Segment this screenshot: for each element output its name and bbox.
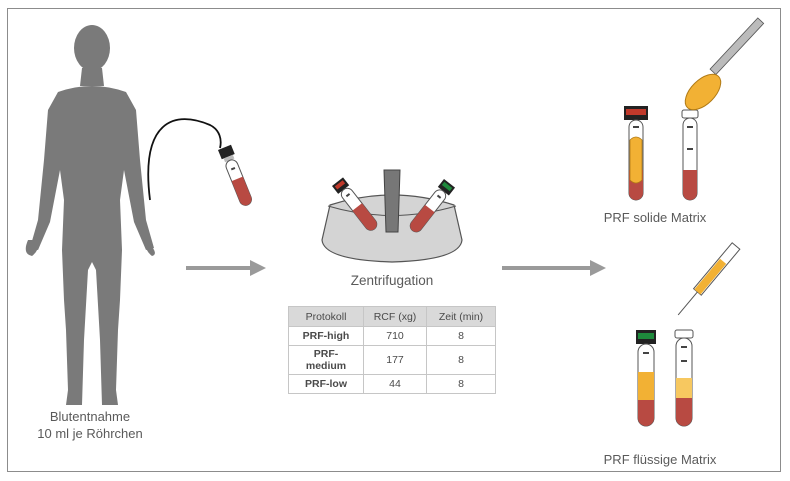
centrifuge [321,169,463,263]
table-row: PRF-medium 177 8 [288,345,496,375]
prf-solid-tubes [624,17,765,201]
table-cell: PRF-high [288,326,364,346]
blood-draw-label-line1: Blutentnahme [49,409,131,424]
table-cell: 8 [426,326,496,346]
table-header-row: Protokoll RCF (xg) Zeit (min) [288,306,496,327]
protocol-table: Protokoll RCF (xg) Zeit (min) PRF-high 7… [288,306,496,394]
blood-draw-label: Blutentnahme 10 ml je Röhrchen [20,408,160,442]
centrifugation-label: Zentrifugation [350,273,434,288]
blood-draw-label-line2: 10 ml je Röhrchen [37,426,143,441]
table-row: PRF-high 710 8 [288,326,496,346]
prf-solid-label: PRF solide Matrix [603,210,707,225]
table-cell: 710 [363,326,427,346]
blood-draw-tube [218,144,252,206]
blood-draw-tubing [147,118,222,201]
human-silhouette [25,25,155,405]
table-cell: 44 [363,374,427,394]
figure-frame [7,8,781,472]
header-protokoll: Protokoll [288,306,364,327]
table-row: PRF-low 44 8 [288,374,496,394]
table-cell: 8 [426,345,496,375]
header-rcf: RCF (xg) [363,306,427,327]
table-cell: PRF-low [288,374,364,394]
prf-liquid-label: PRF flüssige Matrix [603,452,717,467]
prf-liquid-tubes [636,242,741,427]
header-zeit: Zeit (min) [426,306,496,327]
table-cell: PRF-medium [288,345,364,375]
table-cell: 177 [363,345,427,375]
table-cell: 8 [426,374,496,394]
